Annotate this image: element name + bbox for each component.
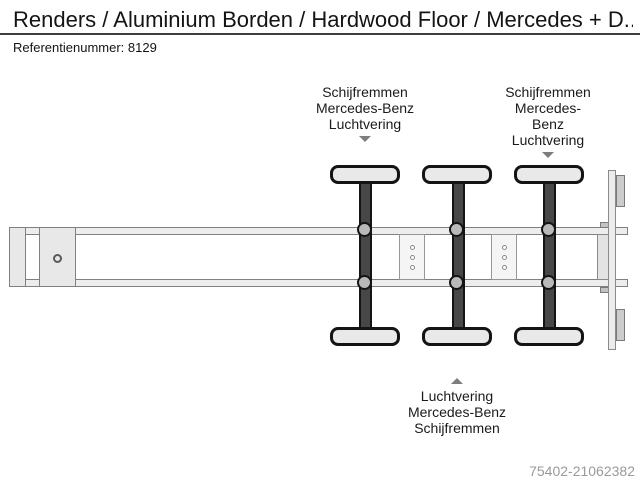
annotation-line: Schijfremmen bbox=[414, 420, 500, 436]
suspension-bellow bbox=[541, 275, 556, 290]
front-end-member bbox=[9, 227, 26, 287]
wheel-axle3-right bbox=[514, 327, 584, 346]
chassis-rail-bottom bbox=[9, 279, 628, 287]
wheel-axle1-left bbox=[330, 165, 400, 184]
suspension-bellow bbox=[449, 275, 464, 290]
annotation-line: Mercedes-Benz bbox=[514, 100, 582, 132]
annotation-line: Luchtvering bbox=[328, 116, 402, 132]
crossmember-hole bbox=[409, 244, 415, 250]
rear-light-top bbox=[616, 175, 625, 207]
annotation-front-axle: Schijfremmen Mercedes-Benz Luchtvering bbox=[316, 84, 414, 142]
axle-1 bbox=[359, 178, 372, 342]
annotation-middle-axle: Luchtvering Mercedes-Benz Schijfremmen bbox=[408, 378, 506, 436]
annotation-line: Schijfremmen bbox=[322, 84, 408, 100]
wheel-axle3-left bbox=[514, 165, 584, 184]
crossmember-hole bbox=[501, 244, 507, 250]
arrow-down-icon bbox=[542, 152, 554, 158]
chassis-rail-top bbox=[9, 227, 628, 235]
kingpin bbox=[53, 254, 62, 263]
axle-3 bbox=[543, 178, 556, 342]
watermark-id: 75402-21062382 bbox=[529, 463, 635, 479]
annotation-line: Mercedes-Benz bbox=[315, 100, 415, 116]
crossmember-hole bbox=[501, 254, 507, 260]
axle-2 bbox=[452, 178, 465, 342]
annotation-rear-axle: Schijfremmen Mercedes-Benz Luchtvering bbox=[502, 84, 594, 158]
arrow-up-icon bbox=[450, 378, 463, 384]
annotation-line: Luchtvering bbox=[420, 388, 494, 404]
suspension-bellow bbox=[357, 222, 372, 237]
rear-bumper-bar bbox=[608, 170, 616, 350]
crossmember-1 bbox=[399, 234, 425, 280]
wheel-axle2-left bbox=[422, 165, 492, 184]
rear-light-bottom bbox=[616, 309, 625, 341]
reference-number: Referentienummer: 8129 bbox=[13, 40, 157, 55]
title-divider bbox=[0, 33, 640, 35]
page-title: Renders / Aluminium Borden / Hardwood Fl… bbox=[13, 7, 633, 32]
annotation-line: Schijfremmen bbox=[505, 84, 591, 100]
annotation-line: Luchtvering bbox=[511, 132, 585, 148]
wheel-axle2-right bbox=[422, 327, 492, 346]
suspension-bellow bbox=[449, 222, 464, 237]
suspension-bellow bbox=[541, 222, 556, 237]
annotation-line: Mercedes-Benz bbox=[407, 404, 507, 420]
crossmember-hole bbox=[409, 254, 415, 260]
crossmember-2 bbox=[491, 234, 517, 280]
crossmember-hole bbox=[501, 264, 507, 270]
suspension-bellow bbox=[357, 275, 372, 290]
wheel-axle1-right bbox=[330, 327, 400, 346]
crossmember-hole bbox=[409, 264, 415, 270]
arrow-down-icon bbox=[358, 136, 371, 142]
